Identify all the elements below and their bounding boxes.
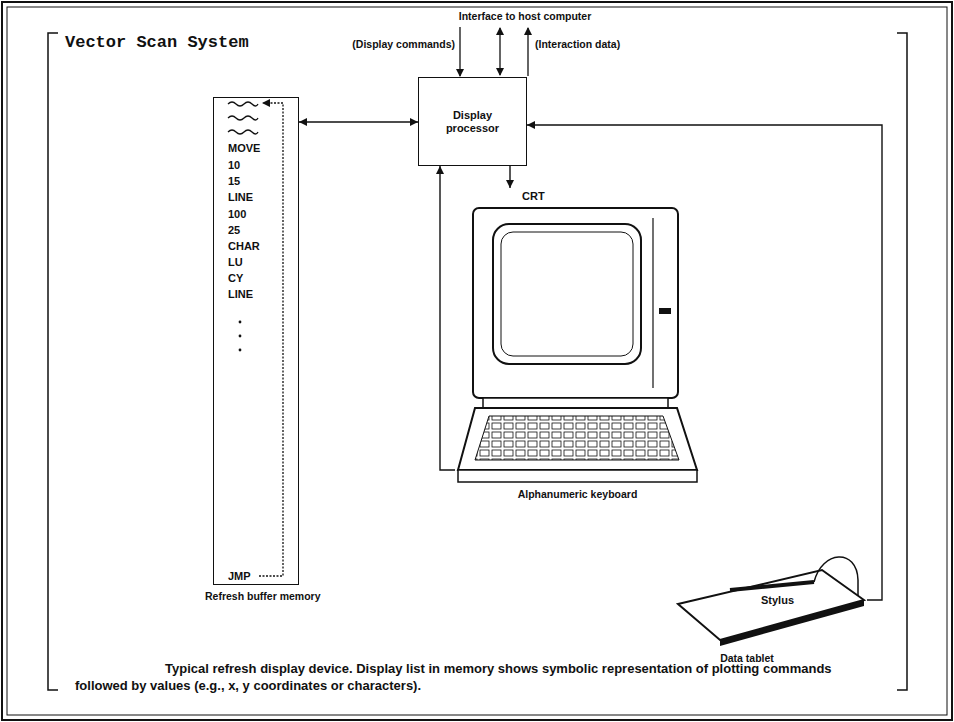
connector	[506, 166, 514, 188]
display-command: LINE	[228, 191, 253, 204]
figure-caption: Typical refresh display device. Display …	[75, 660, 885, 694]
crt-terminal: CRT Alphanumeric keyboard	[455, 188, 700, 508]
display-command: 10	[228, 159, 240, 172]
display-command: LU	[228, 256, 243, 269]
process-box: Display processor	[418, 77, 527, 166]
box-label: Display processor	[433, 109, 513, 135]
device-label: Data tablet	[672, 652, 822, 665]
memory-buffer: MOVE 10 15LINE 100 25CHAR LU CY LINE JMP Refresh …	[205, 97, 320, 607]
part-label: Refresh buffer memory	[205, 590, 320, 603]
connector	[436, 166, 455, 470]
part-label: Stylus	[760, 594, 795, 607]
display-command: MOVE	[228, 142, 260, 155]
device-label: CRT	[522, 190, 545, 203]
terminal-illustration	[455, 188, 700, 508]
display-command: 25	[228, 224, 240, 237]
interface-label: Interface to host computer	[440, 10, 610, 23]
connector	[299, 118, 418, 126]
display-command: LINE	[228, 288, 253, 301]
display-command: 100	[228, 208, 246, 221]
display-command: 15	[228, 175, 240, 188]
diagram-title: Vector Scan System	[65, 36, 249, 49]
display-command: JMP	[228, 570, 251, 583]
buffer-outline	[213, 97, 299, 585]
interface-label: (Interaction data)	[535, 38, 645, 51]
display-command: CHAR	[228, 240, 260, 253]
data-tablet: StylusData tablet	[672, 540, 867, 668]
interface-label: (Display commands)	[345, 38, 455, 51]
display-command: CY	[228, 272, 243, 285]
device-label: Alphanumeric keyboard	[455, 488, 700, 501]
